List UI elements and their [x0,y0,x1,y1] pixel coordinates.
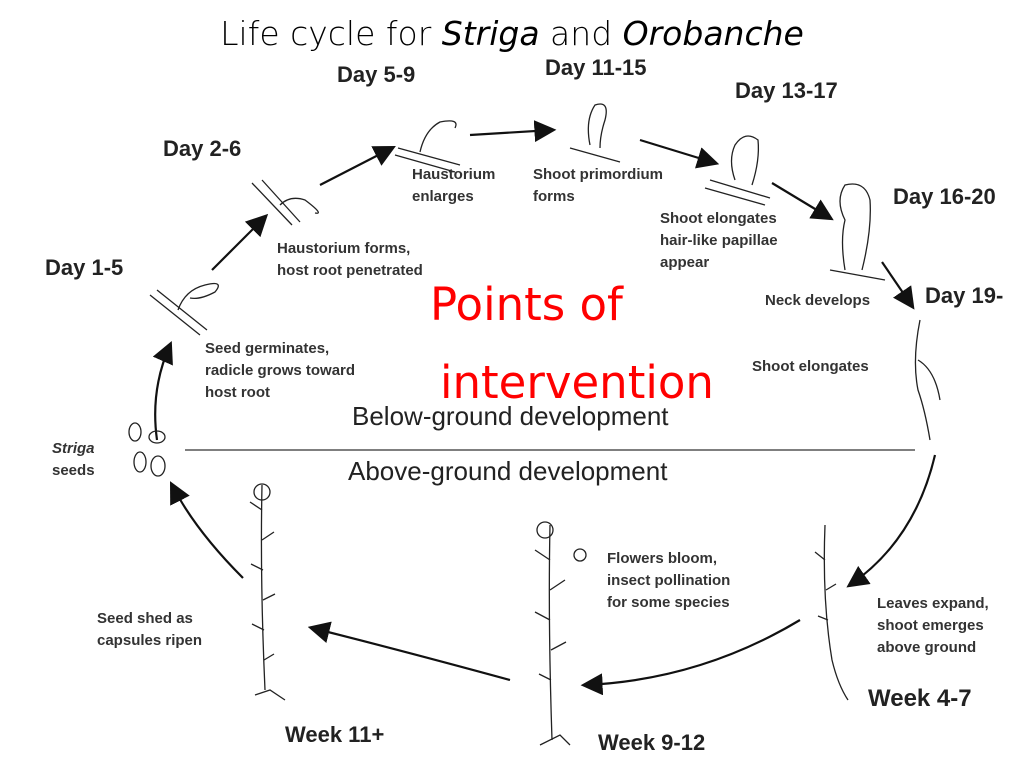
stage-week-11: Week 11+ [285,722,385,747]
caption-haustorium-forms: Haustorium forms,host root penetrated [277,240,423,279]
stage-week-9-12: Week 9-12 [598,730,706,755]
stage-day-13-17: Day 13-17 [735,78,838,103]
stage-day-5-9: Day 5-9 [337,62,416,87]
arrow [211,213,269,271]
caption-shoot-elongates: Shoot elongates [752,358,869,375]
caption-neck-develops: Neck develops [765,292,871,309]
arrow [771,182,834,221]
arrow [152,340,173,441]
stage-week-4-7: Week 4-7 [868,685,972,712]
stage-day-1-5: Day 1-5 [45,255,124,280]
arrow [169,481,244,579]
section-below-ground: Below-ground development [352,401,669,431]
arrow [881,261,915,310]
arrow [469,120,557,143]
arrow [307,621,511,682]
slide-title: Life cycle for Striga and Orobanche [220,14,804,53]
arrow [639,138,720,169]
stage-day-11-15: Day 11-15 [545,55,647,80]
stage-day-16-20: Day 16-20 [893,184,996,209]
arrow [580,619,801,696]
stage-day-19: Day 19- [925,283,1004,308]
points-of-intervention-line1: Points of [430,278,623,331]
arrow [846,454,937,588]
arrow [319,145,396,186]
section-above-ground: Above-ground development [348,456,668,486]
points-of-intervention-line2: intervention [440,356,714,409]
stage-day-2-6: Day 2-6 [163,136,242,161]
